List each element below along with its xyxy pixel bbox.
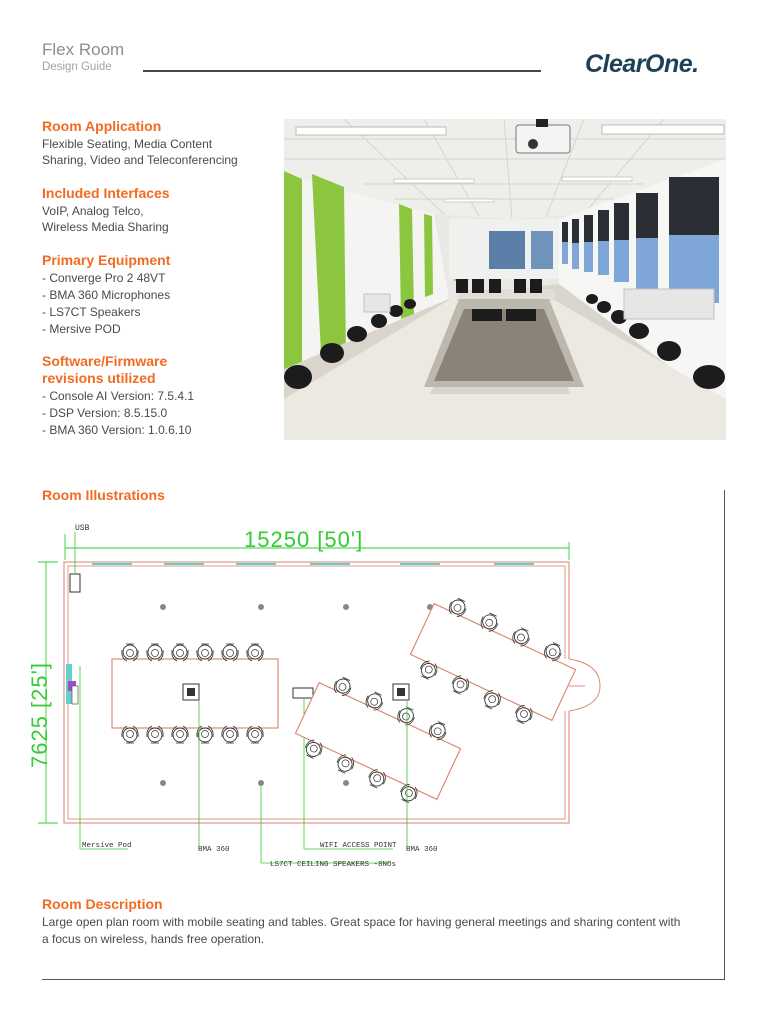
ceiling-speakers-label: LS7CT CEILING SPEAKERS -8NOs: [270, 861, 396, 869]
room-photo: [284, 119, 726, 440]
software-heading-line1: Software/Firmware: [42, 353, 168, 369]
bma-360-right-label: BMA 360: [406, 846, 438, 854]
clearone-logo: ClearOne.: [585, 50, 699, 78]
room-illustrations-heading: Room Illustrations: [42, 487, 165, 503]
wifi-access-point-label: WIFI ACCESS POINT: [320, 842, 397, 850]
equipment-item: - Converge Pro 2 48VT: [42, 271, 166, 285]
width-dimension-label: 15250 [50']: [244, 527, 363, 552]
room-description-heading: Room Description: [42, 896, 163, 912]
floor-plan-diagram: USB 15250 [50'] 7625 [25'] Mersive Pod: [27, 516, 688, 872]
software-item: - DSP Version: 8.5.15.0: [42, 406, 168, 420]
mersive-pod-label: Mersive Pod: [82, 842, 132, 850]
equipment-item: - BMA 360 Microphones: [42, 288, 171, 302]
primary-equipment-heading: Primary Equipment: [42, 252, 171, 268]
room-application-heading: Room Application: [42, 118, 162, 134]
software-item: - Console AI Version: 7.5.4.1: [42, 389, 195, 403]
footer-divider: [42, 979, 725, 980]
software-item: - BMA 360 Version: 1.0.6.10: [42, 423, 192, 437]
page-subtitle: Design Guide: [42, 61, 112, 73]
included-interfaces-heading: Included Interfaces: [42, 185, 170, 201]
equipment-item: - Mersive POD: [42, 322, 121, 336]
software-heading-line2: revisions utilized: [42, 370, 156, 386]
interfaces-line: VoIP, Analog Telco,: [42, 204, 144, 218]
page-title: Flex Room: [42, 40, 125, 59]
usb-label: USB: [75, 524, 90, 533]
interfaces-line: Wireless Media Sharing: [42, 220, 169, 234]
equipment-item: - LS7CT Speakers: [42, 305, 141, 319]
header-divider: [143, 70, 541, 72]
room-application-line: Flexible Seating, Media Content: [42, 137, 213, 151]
room-description-text: Large open plan room with mobile seating…: [42, 915, 681, 946]
illustration-divider: [724, 490, 725, 979]
room-application-line: Sharing, Video and Teleconferencing: [42, 153, 238, 167]
bma-360-left-label: BMA 360: [198, 846, 230, 854]
depth-dimension-label: 7625 [25']: [28, 662, 52, 768]
